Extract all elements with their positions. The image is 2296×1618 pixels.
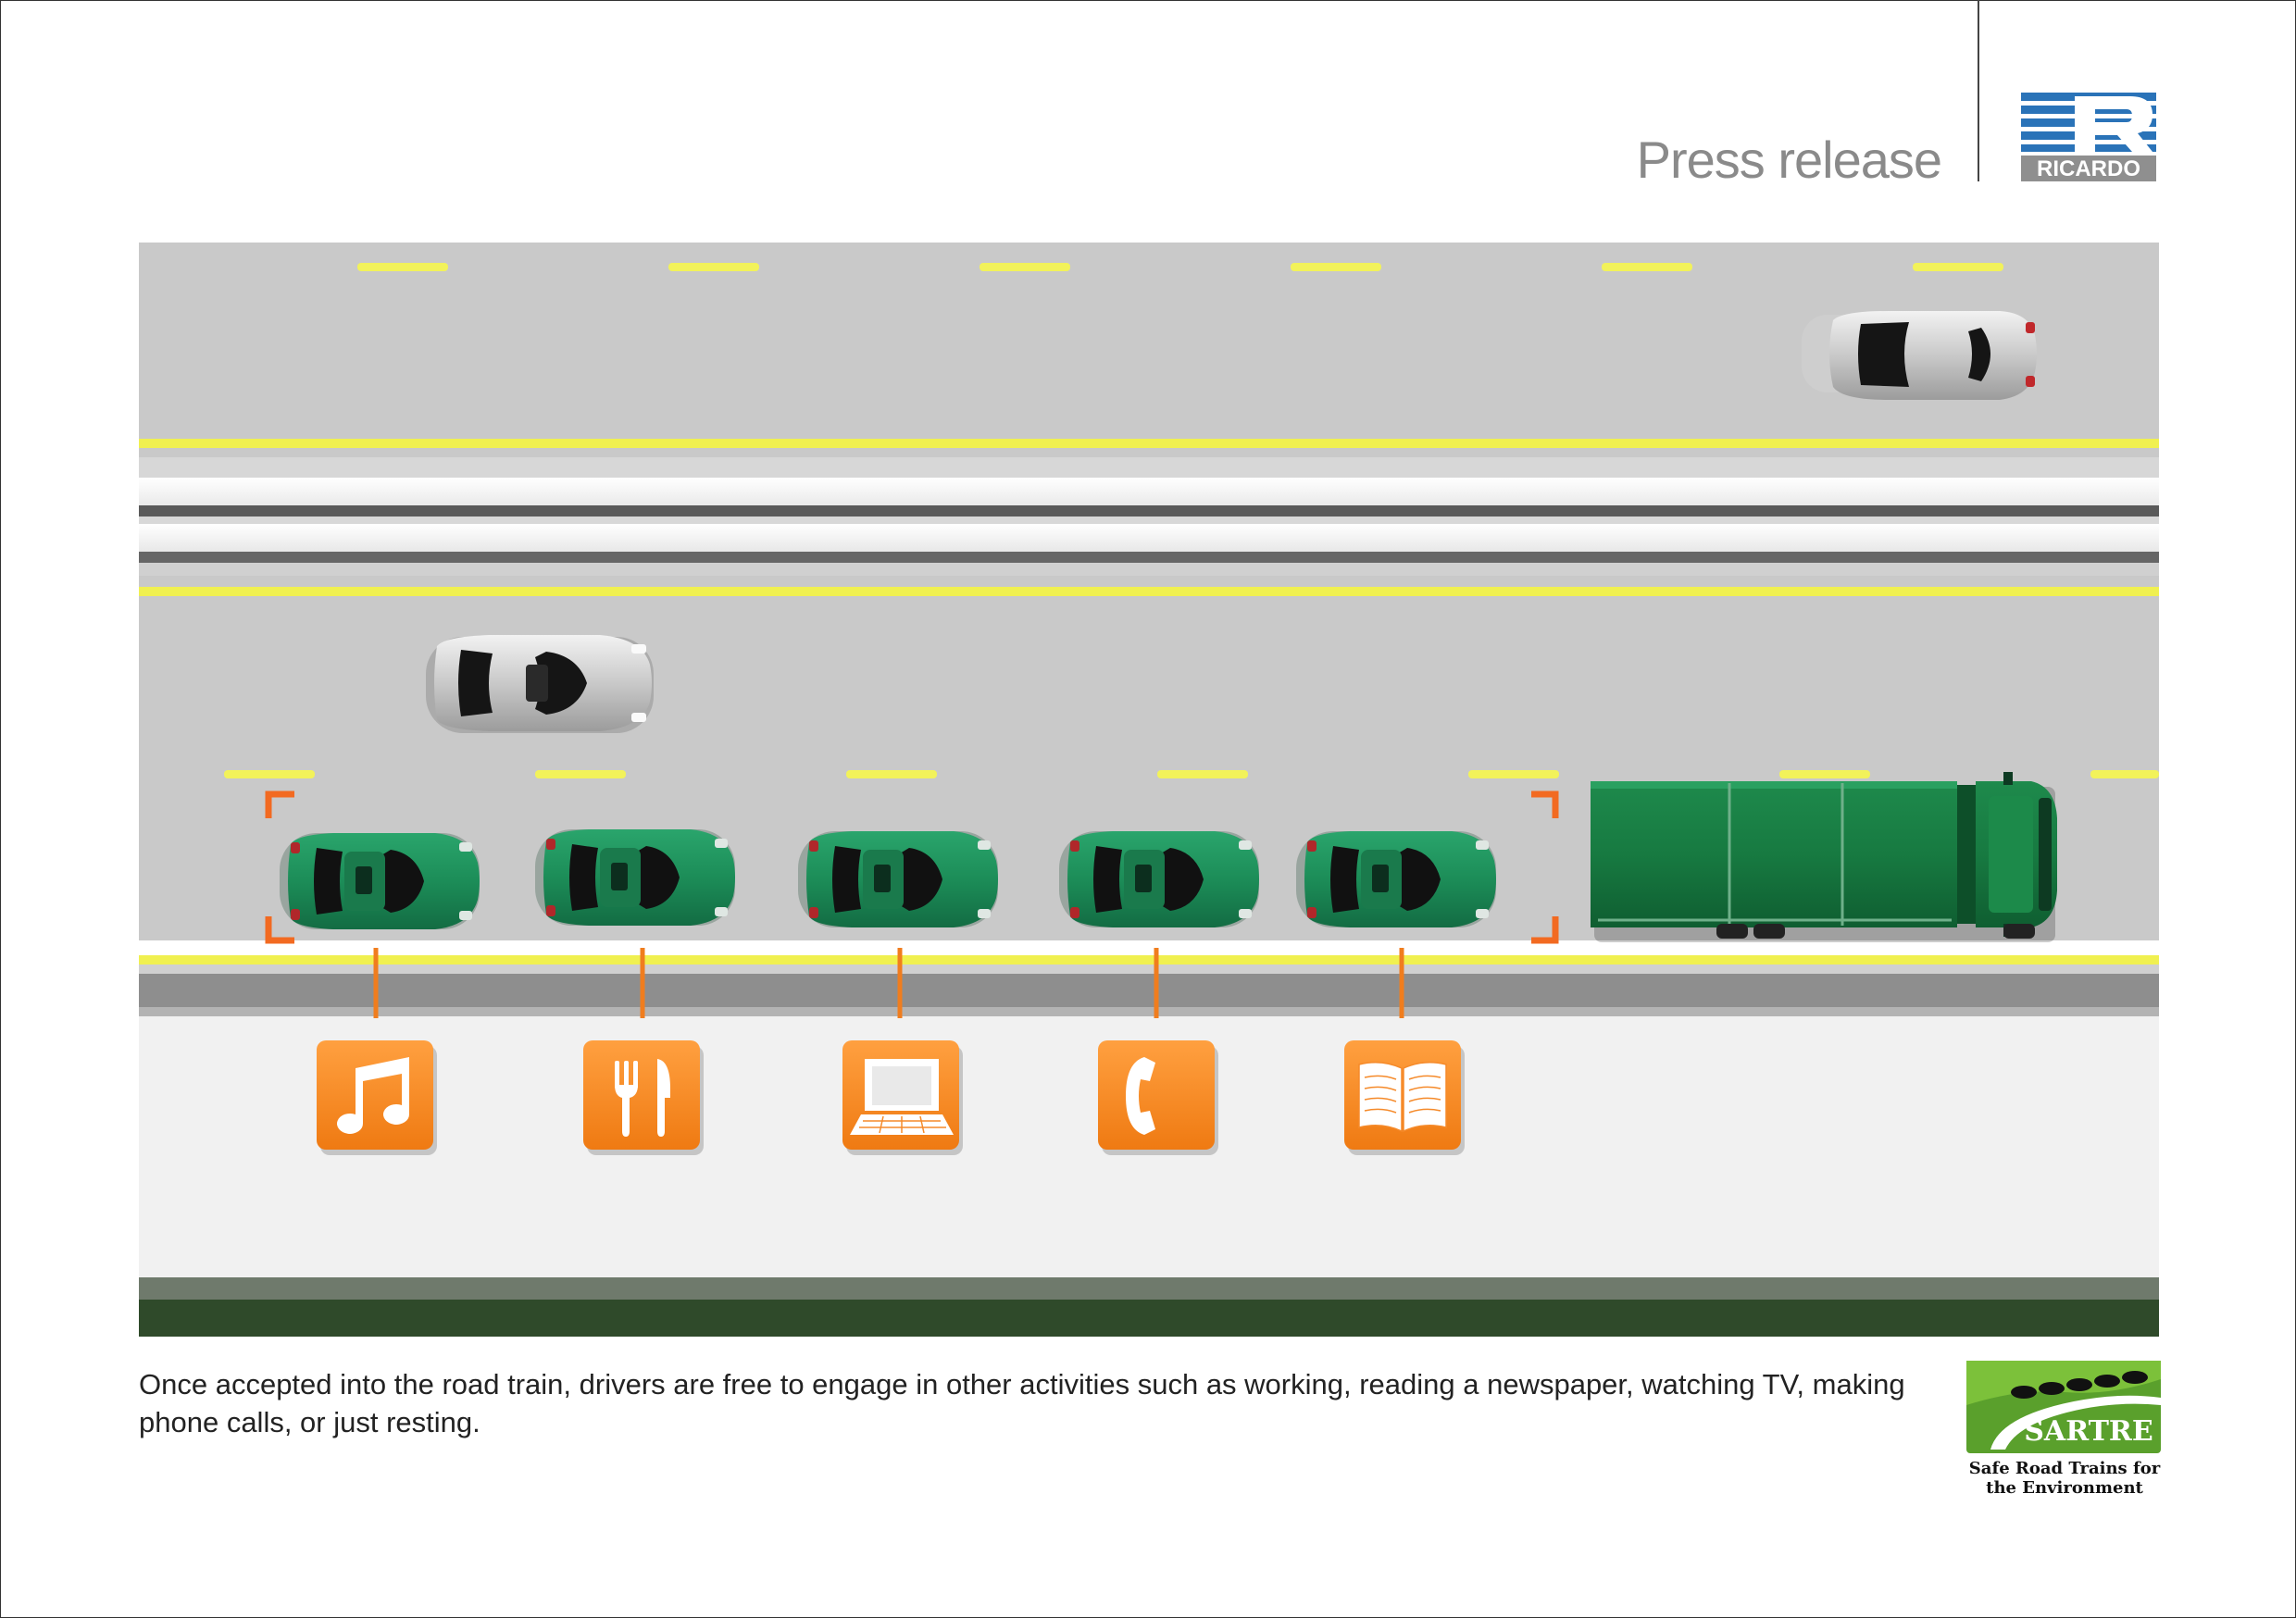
sartre-logo: SARTRE [1966, 1361, 2161, 1453]
oncoming-car [1802, 311, 2037, 400]
caption: Once accepted into the road train, drive… [139, 1368, 1905, 1438]
sartre-tagline: Safe Road Trains for the Environment [1953, 1459, 2176, 1498]
page-title: Press release [1636, 131, 1942, 189]
joining-car [426, 635, 654, 733]
header-divider [1978, 0, 1979, 181]
platoon-car [280, 833, 480, 929]
sartre-tagline-line1: Safe Road Trains for [1968, 1459, 2161, 1478]
connector-lines [373, 948, 1404, 1018]
platoon-car [798, 831, 998, 927]
phone-icon [1098, 1040, 1218, 1155]
upper-lane-dashes [357, 263, 2003, 271]
ricardo-logo: RICARDO [2021, 93, 2156, 181]
platoon-car [535, 829, 735, 926]
platoon-car [1296, 831, 1496, 927]
lead-truck [1591, 772, 2057, 942]
lower-lane-dashes [224, 770, 2159, 778]
laptop-icon [842, 1040, 963, 1155]
ricardo-wordmark: RICARDO [2037, 156, 2140, 181]
platoon-bracket [265, 790, 1559, 944]
sartre-tagline-line2: the Environment [1986, 1478, 2143, 1498]
fork-knife-icon [583, 1040, 704, 1155]
music-icon [317, 1040, 437, 1155]
sartre-wordmark: SARTRE [2024, 1415, 2152, 1448]
book-icon [1344, 1040, 1465, 1155]
road-train-illustration [139, 243, 2159, 1337]
platoon-car [1059, 831, 1259, 927]
